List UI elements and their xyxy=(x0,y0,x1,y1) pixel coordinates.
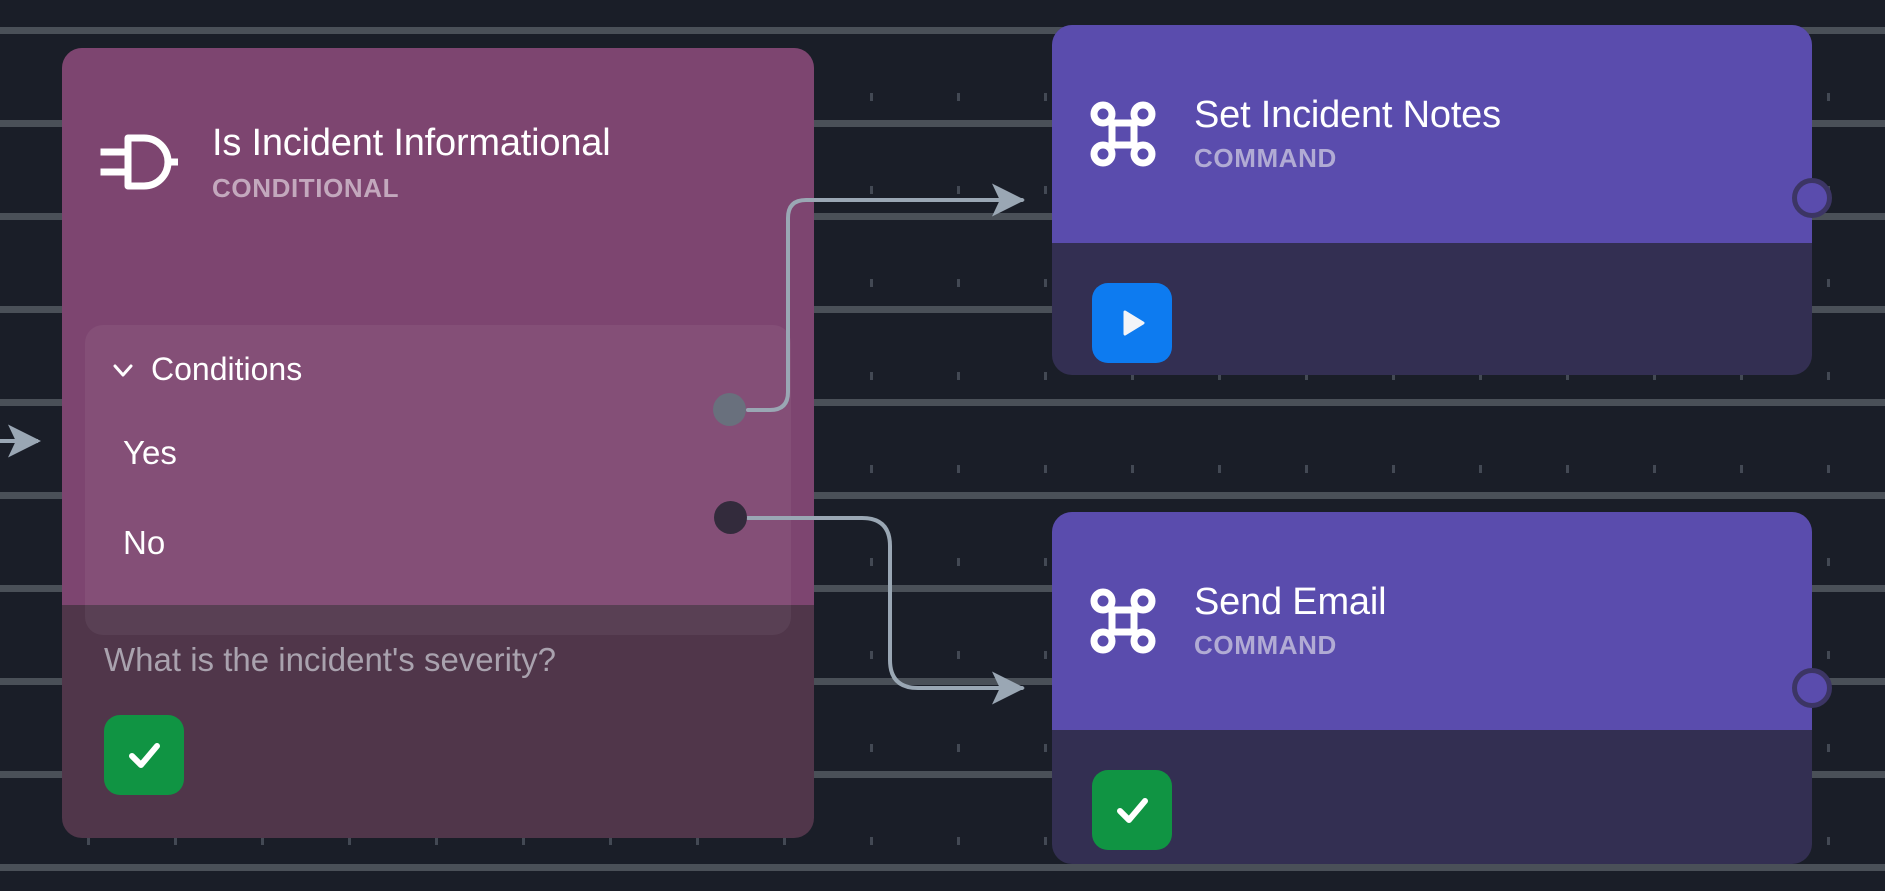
play-icon xyxy=(1123,310,1145,336)
set-incident-notes-titles: Set Incident Notes COMMAND xyxy=(1194,94,1501,174)
condition-branch-yes[interactable]: Yes xyxy=(123,434,177,471)
send-email-titles: Send Email COMMAND xyxy=(1194,581,1387,661)
node-is-incident-informational[interactable]: Is Incident Informational CONDITIONAL Co… xyxy=(62,48,814,838)
conditional-node-upper: Is Incident Informational CONDITIONAL Co… xyxy=(62,48,814,635)
port-send-email-output[interactable] xyxy=(1792,668,1832,708)
port-condition-no[interactable] xyxy=(714,501,747,534)
set-incident-notes-header[interactable]: Set Incident Notes COMMAND xyxy=(1052,25,1812,243)
send-email-kind: COMMAND xyxy=(1194,630,1337,660)
check-icon xyxy=(1117,798,1148,823)
conditional-approve-button[interactable] xyxy=(104,715,184,795)
set-incident-notes-run-button[interactable] xyxy=(1092,283,1172,363)
conditions-label: Conditions xyxy=(151,351,303,387)
send-email-title: Send Email xyxy=(1194,581,1387,623)
condition-branch-no[interactable]: No xyxy=(123,524,166,561)
set-incident-notes-body xyxy=(1052,243,1812,363)
node-set-incident-notes[interactable]: Set Incident Notes COMMAND xyxy=(1052,25,1812,375)
send-email-header[interactable]: Send Email COMMAND xyxy=(1052,512,1812,730)
command-icon xyxy=(1090,588,1156,654)
port-condition-yes[interactable] xyxy=(713,393,746,426)
node-send-email[interactable]: Send Email COMMAND xyxy=(1052,512,1812,864)
conditional-node-titles: Is Incident Informational CONDITIONAL xyxy=(212,120,611,205)
check-icon xyxy=(129,743,160,768)
conditions-panel[interactable]: Conditions Yes No xyxy=(85,325,791,635)
conditional-node-question: What is the incident's severity? xyxy=(104,641,556,678)
conditional-node-kind: CONDITIONAL xyxy=(212,173,400,204)
command-icon xyxy=(1090,101,1156,167)
conditional-node-header[interactable]: Is Incident Informational CONDITIONAL xyxy=(62,48,814,276)
conditional-node-footer: What is the incident's severity? xyxy=(62,605,814,838)
conditional-node-title: Is Incident Informational xyxy=(212,121,611,164)
send-email-body xyxy=(1052,730,1812,850)
port-set-incident-notes-output[interactable] xyxy=(1792,178,1832,218)
set-incident-notes-title: Set Incident Notes xyxy=(1194,94,1501,136)
chevron-down-icon[interactable] xyxy=(109,356,137,384)
logic-gate-icon xyxy=(100,134,178,190)
send-email-approve-button[interactable] xyxy=(1092,770,1172,850)
set-incident-notes-kind: COMMAND xyxy=(1194,143,1337,173)
conditions-header[interactable]: Conditions xyxy=(85,325,791,388)
